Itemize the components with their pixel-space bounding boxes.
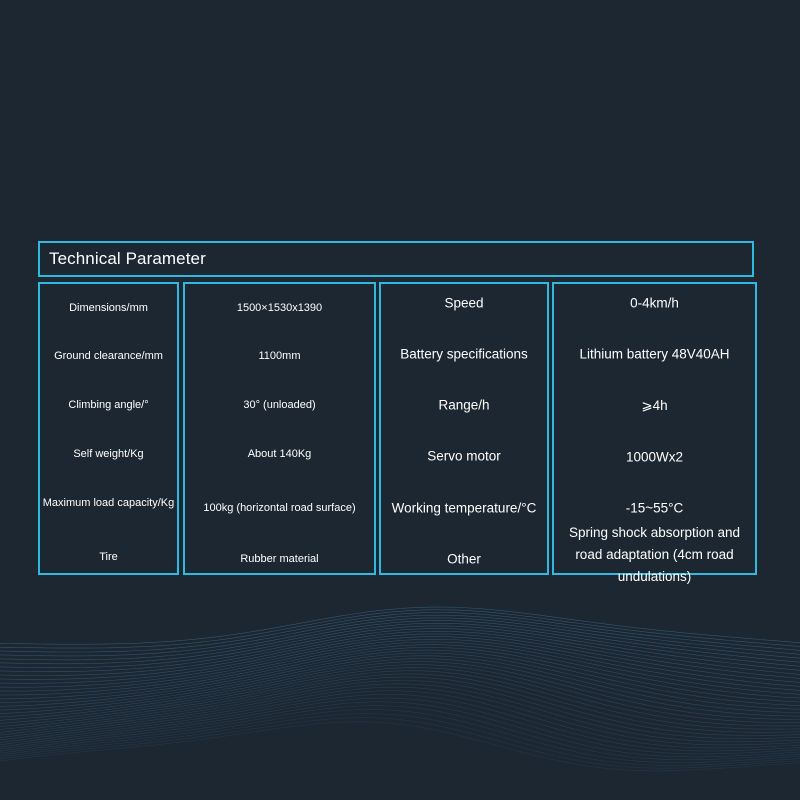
wave-line xyxy=(0,694,800,752)
param-label-other: Other xyxy=(447,551,481,567)
wave-line xyxy=(0,713,800,766)
param-value-climbing-angle: 30° (unloaded) xyxy=(243,399,316,411)
wave-line xyxy=(0,667,800,727)
wave-line xyxy=(0,676,800,736)
title-bar: Technical Parameter xyxy=(38,241,754,277)
wave-line xyxy=(0,673,800,733)
wave-line xyxy=(0,670,800,730)
param-label-self-weight: Self weight/Kg xyxy=(73,448,144,460)
wave-line xyxy=(0,680,800,739)
wave-line xyxy=(0,612,800,653)
wave-line xyxy=(0,630,800,680)
wave-line xyxy=(0,617,800,661)
param-value-self-weight: About 140Kg xyxy=(247,448,312,460)
param-label-working-temperature: Working temperature/°C xyxy=(391,500,537,516)
param-label-battery: Battery specifications xyxy=(400,346,528,362)
wave-line xyxy=(0,606,800,645)
param-value-working-temperature: -15~55°C xyxy=(625,500,684,516)
wave-line xyxy=(0,690,800,749)
param-value-servo-motor: 1000Wx2 xyxy=(625,449,684,465)
wave-line xyxy=(0,620,800,665)
param-value-range: ⩾4h xyxy=(641,398,668,413)
wave-line xyxy=(0,614,800,657)
wave-line xyxy=(0,709,800,763)
wave-line xyxy=(0,655,800,714)
wave-line xyxy=(0,652,800,711)
wave-line xyxy=(0,687,800,746)
wave-line xyxy=(0,658,800,718)
wave-line xyxy=(0,717,800,769)
wave-line xyxy=(0,701,800,758)
wave-line xyxy=(0,697,800,755)
wave-line xyxy=(0,644,800,700)
wave-line xyxy=(0,661,800,721)
param-value-speed: 0-4km/h xyxy=(630,295,679,311)
param-label-climbing-angle: Climbing angle/° xyxy=(68,399,149,411)
wave-background xyxy=(0,606,800,772)
parameter-column-1: Dimensions/mm Ground clearance/mm Climbi… xyxy=(38,282,179,575)
parameter-column-3: Speed Battery specifications Range/h Ser… xyxy=(379,282,549,575)
wave-line xyxy=(0,705,800,761)
wave-line xyxy=(0,638,800,692)
wave-line xyxy=(0,636,800,688)
wave-line xyxy=(0,683,800,743)
param-label-servo-motor: Servo motor xyxy=(427,448,501,464)
param-value-dimensions: 1500×1530x1390 xyxy=(236,302,323,314)
wave-line xyxy=(0,628,800,676)
wave-line xyxy=(0,641,800,696)
param-label-dimensions: Dimensions/mm xyxy=(69,302,148,314)
wave-line xyxy=(0,609,800,649)
param-label-max-load: Maximum load capacity/Kg xyxy=(42,497,175,509)
param-label-range: Range/h xyxy=(438,397,490,413)
table-title: Technical Parameter xyxy=(49,249,206,268)
param-label-ground-clearance: Ground clearance/mm xyxy=(54,350,163,362)
wave-line xyxy=(0,649,800,707)
wave-line xyxy=(0,721,800,772)
param-value-other: Spring shock absorption and road adaptat… xyxy=(568,525,741,584)
param-value-ground-clearance: 1100mm xyxy=(258,350,301,362)
param-value-battery: Lithium battery 48V40AH xyxy=(579,346,730,362)
param-value-max-load: 100kg (horizontal road surface) xyxy=(203,502,356,514)
wave-line xyxy=(0,633,800,684)
wave-line xyxy=(0,625,800,672)
param-label-speed: Speed xyxy=(444,295,484,311)
parameter-column-2: 1500×1530x1390 1100mm 30° (unloaded) Abo… xyxy=(183,282,376,575)
param-value-tire: Rubber material xyxy=(240,553,319,565)
parameter-column-4: 0-4km/h Lithium battery 48V40AH ⩾4h 1000… xyxy=(552,282,757,584)
param-label-tire: Tire xyxy=(99,551,118,563)
wave-line xyxy=(0,664,800,724)
wave-line xyxy=(0,647,800,703)
wave-line xyxy=(0,622,800,668)
